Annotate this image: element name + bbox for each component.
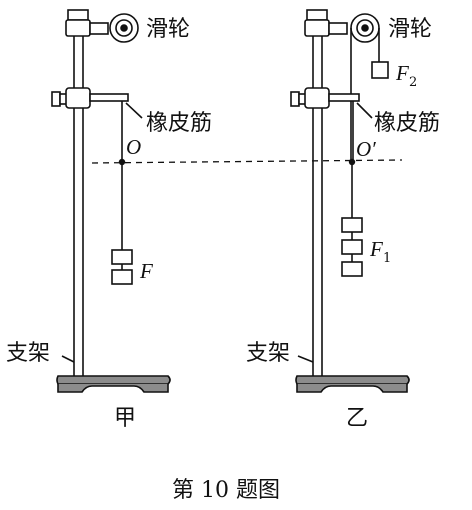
point-label-left: O <box>126 135 141 159</box>
force-label-f1-sub: 1 <box>383 251 391 266</box>
stand-label-right: 支架 <box>246 341 290 366</box>
point-o-left <box>118 158 126 166</box>
rubber-leader-left <box>125 102 143 119</box>
force-label-f1: F <box>369 237 383 261</box>
rubber-leader-right <box>356 102 373 119</box>
stand-leader-right <box>297 355 314 363</box>
stand-left <box>65 9 109 381</box>
force-label-f2-sub: 2 <box>409 75 417 90</box>
base-left <box>56 375 171 393</box>
weights-right <box>341 217 363 277</box>
clamp-left <box>51 87 129 109</box>
stand-leader-left <box>61 355 75 363</box>
force-label-left: F <box>139 259 153 283</box>
point-label-right: O′ <box>356 137 376 161</box>
base-right <box>295 375 410 393</box>
pulley-left <box>109 13 139 43</box>
pulley-label-left: 滑轮 <box>146 17 190 42</box>
clamp-right <box>290 87 360 109</box>
force-label-f2: F <box>395 61 409 85</box>
figure-caption: 第 10 题图 <box>172 478 280 503</box>
point-o-right <box>348 158 356 166</box>
stand-right <box>304 9 348 381</box>
weights-left <box>111 249 133 285</box>
pulley-label-right: 滑轮 <box>388 17 432 42</box>
rubber-label-right: 橡皮筋 <box>374 111 440 136</box>
stand-label-left: 支架 <box>6 341 50 366</box>
rubber-label-left: 橡皮筋 <box>146 111 212 136</box>
panel-label-right: 乙 <box>346 406 368 431</box>
pulley-right <box>350 13 380 43</box>
weight-f2 <box>371 61 389 79</box>
reference-dashed-line <box>91 159 403 164</box>
panel-label-left: 甲 <box>114 406 136 431</box>
